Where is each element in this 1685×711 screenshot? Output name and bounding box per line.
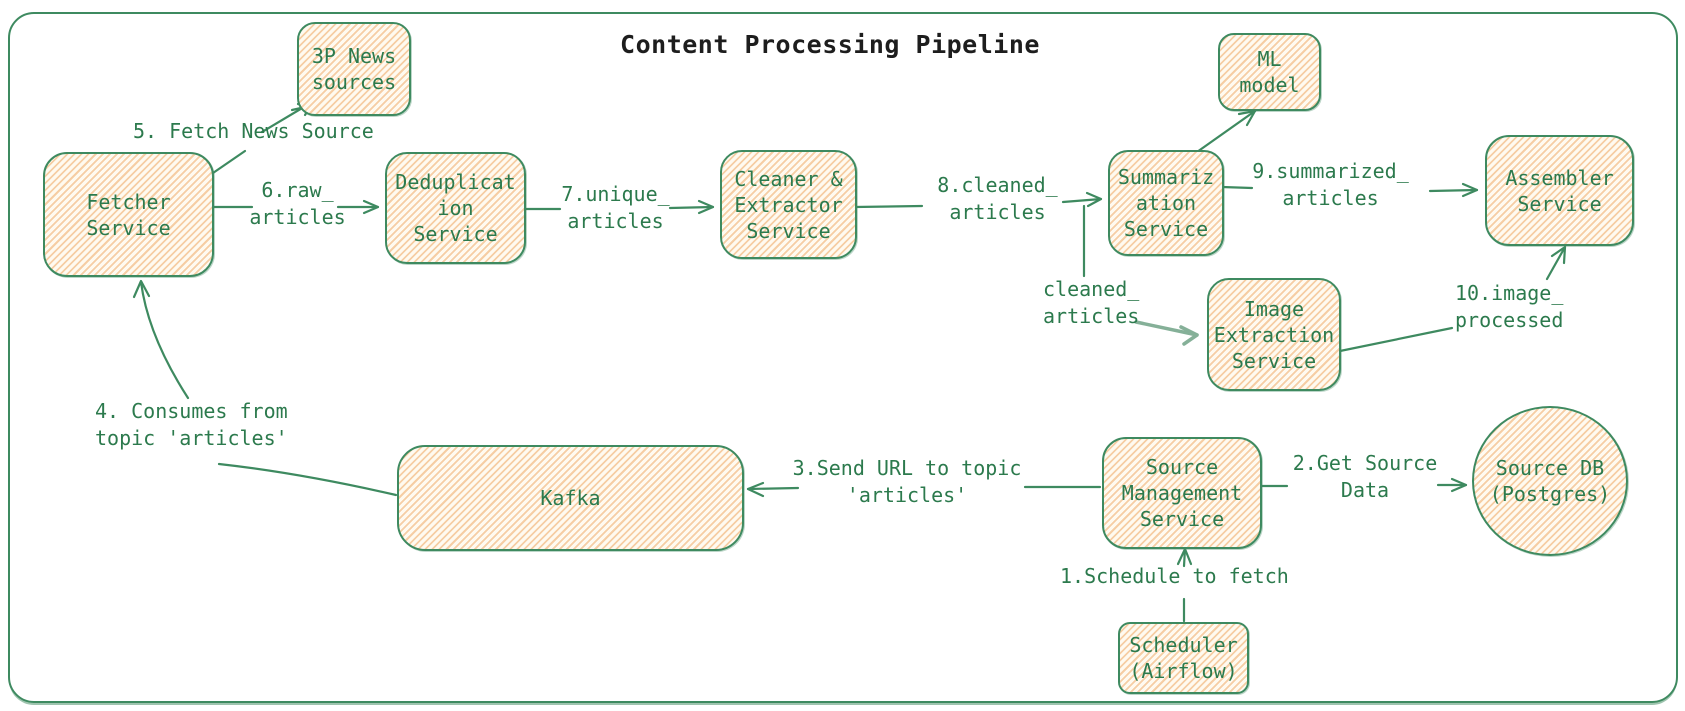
node-image-extraction-service: Image Extraction Service	[1207, 278, 1341, 391]
node-summarization-service: Summariz ation Service	[1108, 150, 1224, 256]
edge-label-raw-articles: 6.raw_ articles	[249, 178, 346, 229]
outer-frame	[8, 12, 1678, 703]
node-source-db-postgres: Source DB (Postgres)	[1472, 406, 1628, 556]
edge-label-fetch-news-source: 5. Fetch News Source	[133, 119, 374, 143]
edge-label-unique-articles: 7.unique_ articles	[561, 182, 670, 233]
node-cleaner-extractor-service: Cleaner & Extractor Service	[720, 150, 857, 259]
node-source-management-service: Source Management Service	[1102, 437, 1262, 549]
edge-label-consumes-from-topic: 4. Consumes from topic 'articles'	[95, 399, 288, 450]
node-kafka: Kafka	[397, 445, 744, 551]
node-ml-model: ML model	[1218, 33, 1321, 111]
node-deduplication-service: Deduplicat ion Service	[385, 152, 526, 264]
edge-label-send-url-to-topic: 3.Send URL to topic 'articles'	[792, 456, 1022, 507]
node-3p-news-sources: 3P News sources	[297, 22, 411, 116]
diagram-title: Content Processing Pipeline	[620, 30, 1040, 59]
node-assembler-service: Assembler Service	[1485, 135, 1634, 246]
node-scheduler-airflow: Scheduler (Airflow)	[1118, 622, 1249, 694]
edge-label-get-source-data: 2.Get Source Data	[1292, 451, 1438, 502]
node-fetcher-service: Fetcher Service	[43, 152, 214, 277]
edge-label-cleaned-articles-branch: cleaned_ articles	[1043, 277, 1140, 328]
edge-label-schedule-to-fetch: 1.Schedule to fetch	[1060, 564, 1289, 588]
edge-label-summarized-articles: 9.summarized_ articles	[1252, 159, 1409, 210]
edge-label-image-processed: 10.image_ processed	[1455, 281, 1564, 332]
edge-label-cleaned-articles-8: 8.cleaned_ articles	[937, 173, 1058, 224]
